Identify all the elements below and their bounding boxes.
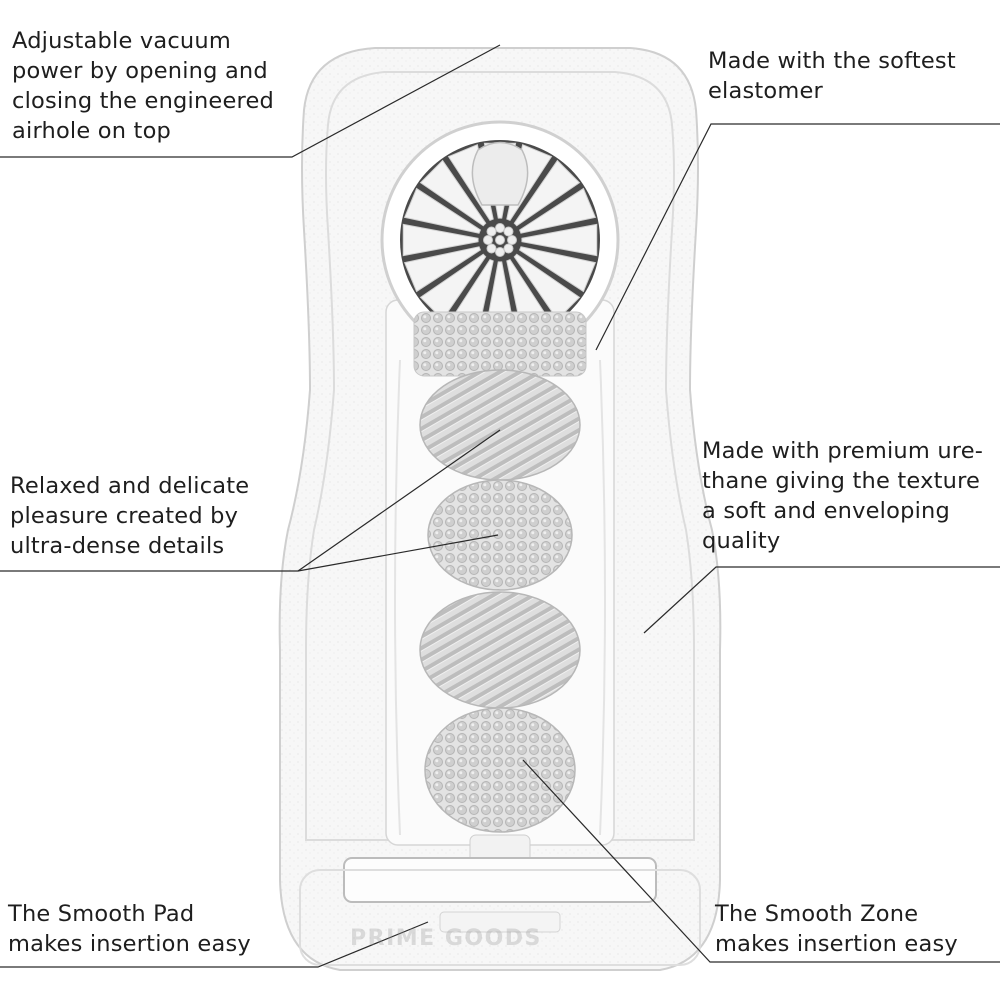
callout-smooth-pad: The Smooth Pad makes insertion easy [8,899,251,959]
airhole-rib [402,223,479,257]
callout-line: power by opening and [12,58,268,84]
airhole-nub [483,235,493,245]
airhole-top-knot [471,141,529,206]
leader-smooth-pad [0,921,429,968]
callout-line: ultra-dense details [10,533,225,559]
airhole-rib [403,187,482,234]
airhole-nub [503,226,514,237]
watermark: PRIME GOODS [350,926,542,951]
callout-line: makes insertion easy [8,931,251,957]
leader-details-2 [297,534,499,572]
bottom-slot [439,911,561,933]
callout-line: thane giving the texture [702,468,981,494]
airhole-rib [419,253,487,321]
swirl-bulb-2 [419,591,581,709]
leader-elastomer [595,123,1000,351]
callout-line: airhole on top [12,118,172,144]
callout-line: elastomer [708,78,824,104]
sleeve-side-right [599,359,606,836]
callout-line: quality [702,528,781,554]
callout-line: pleasure created by [10,503,239,529]
callout-line: closing the engineered [12,88,274,114]
airhole-nub [507,235,517,245]
airhole-nub [495,247,505,257]
airhole-nub [495,235,505,245]
callout-line: The Smooth Pad [8,901,195,927]
leader-smooth-zone [522,759,1000,963]
dotted-bulb-2 [424,707,576,833]
leader-urethane [643,566,1000,634]
callout-details: Relaxed and delicate pleasure created by… [10,471,249,561]
sleeve-side-left [394,359,401,836]
callout-line: Made with the softest [708,48,956,74]
airhole-nub [503,243,514,254]
dotted-bulb-1 [427,479,573,591]
callout-smooth-zone: The Smooth Zone makes insertion easy [715,899,958,959]
callout-line: makes insertion easy [715,931,958,957]
airhole-rib [419,159,487,227]
callout-vacuum: Adjustable vacuum power by opening and c… [12,26,274,146]
airhole-rib [521,223,598,257]
airhole-rib [513,159,581,227]
airhole-nub [486,243,497,254]
leader-vacuum [0,44,501,158]
callout-elastomer: Made with the softest elastomer [708,46,956,106]
dotted-texture-top [413,311,587,377]
callout-line: a soft and enveloping [702,498,950,524]
airhole-nub [486,226,497,237]
cup-inner-rim [305,71,695,841]
airhole-rib [518,187,597,234]
callout-line: Relaxed and delicate [10,473,250,499]
smooth-pad [343,857,657,903]
airhole-rib [518,246,597,293]
airhole-rib [403,246,482,293]
callout-line: The Smooth Zone [715,901,919,927]
bottom-cap [299,869,701,966]
airhole-nub [495,223,505,233]
callout-line: Adjustable vacuum [12,28,231,54]
callout-line: Made with premium ure- [702,438,984,464]
airhole-core [483,223,517,257]
callout-urethane: Made with premium ure- thane giving the … [702,436,983,556]
swirl-bulb-1 [419,369,581,481]
